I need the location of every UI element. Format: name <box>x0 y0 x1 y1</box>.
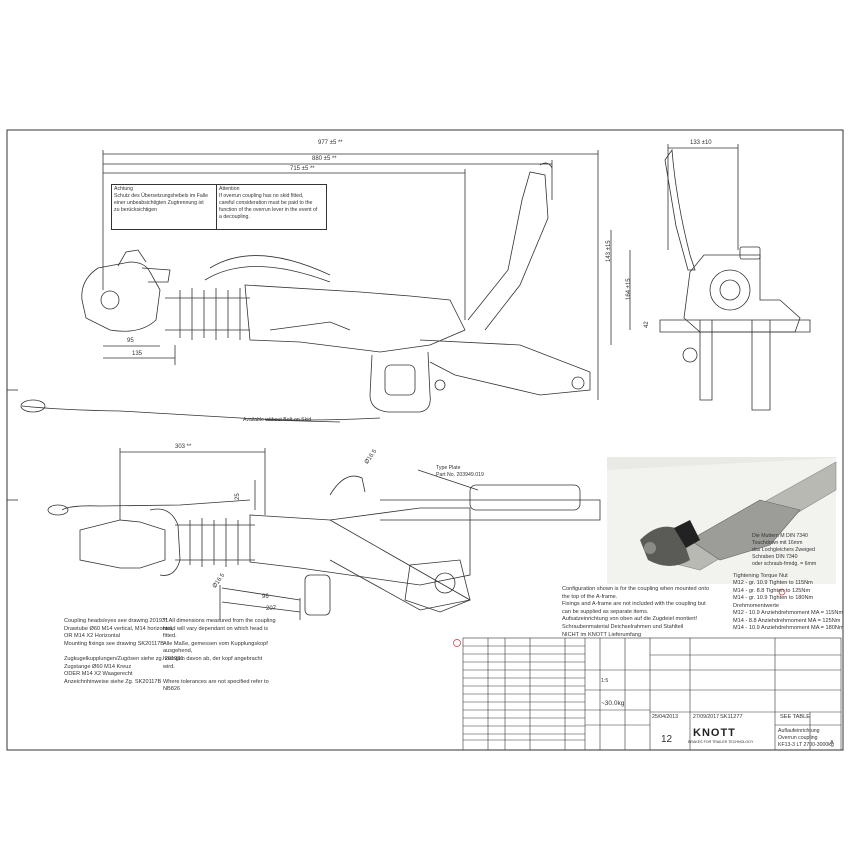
notes-drawings-en: Coupling heads/eyes see drawing 201931 D… <box>64 618 174 647</box>
title-see-table: SEE TABLE <box>780 714 810 720</box>
title-revision: A <box>830 740 834 746</box>
title-name-de: Auflaufeinrichtung <box>778 728 820 734</box>
torque-title-de: Drehmomentwerte <box>733 603 780 609</box>
photo-note: Die Muttern M DIN 7340 Touchdown mit 16m… <box>752 533 817 567</box>
torque-lines-de: M12 - 10.9 Anziehdrehmoment MA = 115Nm M… <box>733 610 844 632</box>
product-photo <box>607 457 837 584</box>
dim-143: 143 ±15 <box>606 240 612 262</box>
title-name-en: Overrun coupling <box>778 735 818 741</box>
title-block-grid <box>462 637 842 751</box>
dim-715: 715 ±5 ** <box>290 166 315 172</box>
warning-text-de: Schutz des Übersetzungshebels im Falle e… <box>114 193 208 213</box>
dim-25: 25 <box>235 493 241 500</box>
warning-text-en: If overrun coupling has no skid fitted, … <box>219 193 318 220</box>
callout-bolt-on-skid: Available without Bolt-on Skid <box>243 417 312 423</box>
warning-box: Achtung Schutz des Übersetzungshebels im… <box>111 184 327 230</box>
title-weight: ~30.0kg <box>601 700 625 707</box>
dim-977: 977 ±5 ** <box>318 140 343 146</box>
torque-lines: M12 - gr. 10.9 Tighten to 115Nm M14 - gr… <box>733 580 814 602</box>
dim-95: 95 <box>127 338 134 344</box>
title-scale: 1:5 <box>601 678 609 684</box>
knott-logo: KNOTT <box>693 727 736 739</box>
knott-logo-subtitle: BRAKES FOR TRAILER TECHNOLOGY <box>688 740 754 744</box>
warning-title-de: Achtung <box>114 186 134 192</box>
dim-96: 96 <box>262 594 269 600</box>
title-drawing-number: SK11277 <box>720 714 743 720</box>
title-date-1: 25/04/2013 <box>652 714 678 720</box>
notes-drawings-de: Zugkugelkupplungen/Zugösen siehe zg. 201… <box>64 656 184 685</box>
notes-configuration: Configuration shown is for the coupling … <box>562 586 710 638</box>
title-date-2: 27/09/2017 <box>693 714 719 720</box>
dim-880: 880 ±5 ** <box>312 156 337 162</box>
callout-type-plate: Type Plate Part No. 203949.019 <box>436 465 484 478</box>
notes-dimensions: ** All dimensions measured from the coup… <box>163 618 276 693</box>
warning-title-en: Attention <box>219 186 240 192</box>
title-sheet-number: 12 <box>661 734 673 745</box>
dim-207: 207 <box>266 606 277 612</box>
dim-42: 42 <box>644 321 650 328</box>
dim-164: 164 ±15 <box>626 278 632 300</box>
dim-133: 133 ±10 <box>690 140 712 146</box>
torque-title: Tightening Torque Nut <box>733 573 788 579</box>
dim-135: 135 <box>132 351 143 357</box>
title-variant: KF13-3 LT 2700-3000kg <box>778 742 834 748</box>
dim-303: 303 ** <box>175 444 192 450</box>
